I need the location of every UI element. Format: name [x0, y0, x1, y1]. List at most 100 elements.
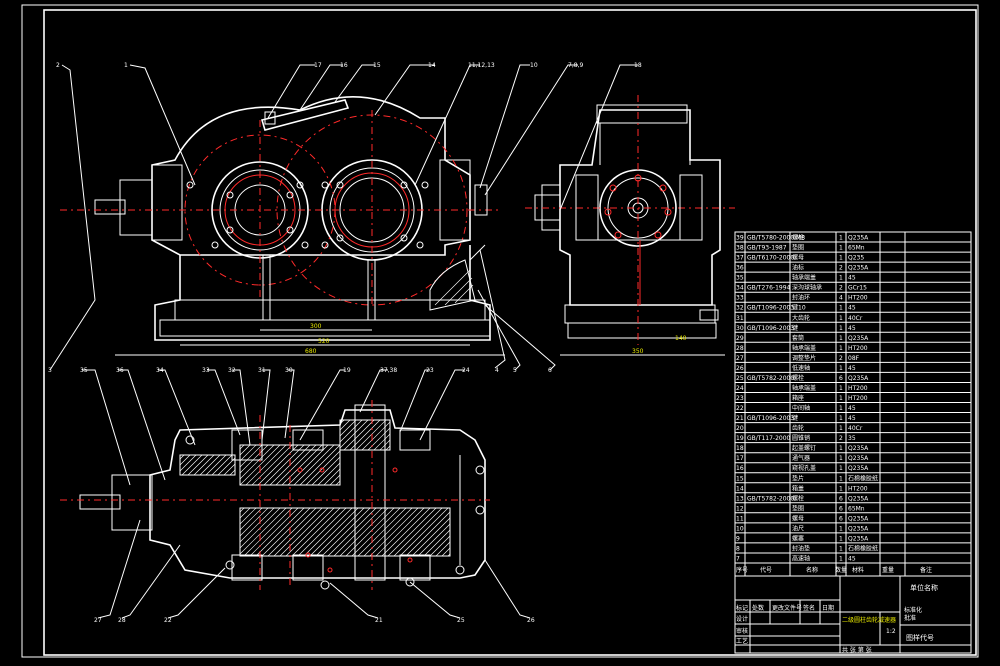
bom-name: 油尺	[792, 524, 804, 532]
hatch-line	[339, 419, 369, 449]
bom-material: Q235A	[848, 235, 869, 242]
callout: 36	[116, 367, 124, 374]
hatch-line	[239, 444, 269, 474]
bom-material: 40Cr	[848, 315, 863, 322]
bom-material: Q235A	[848, 465, 869, 472]
bom-no: 36	[736, 265, 744, 272]
bom-qty: 1	[839, 275, 843, 282]
hatch-line	[335, 480, 341, 486]
bom-material: Q235A	[848, 525, 869, 532]
bom-qty: 6	[839, 495, 843, 502]
bom-name: 螺母	[792, 254, 804, 262]
bom-spec: GB/T5780-2000 M8	[747, 235, 805, 242]
bom-name: 油标	[792, 264, 804, 272]
bom-qty: 6	[839, 375, 843, 382]
bom-name: 窥视孔盖	[792, 464, 816, 472]
bom-name: 齿轮	[792, 424, 804, 432]
bom-header-name: 名称	[806, 566, 818, 574]
bom-material: Q235A	[848, 335, 869, 342]
bom-material: 石棉橡胶纸	[848, 545, 878, 553]
hatch-line	[251, 444, 293, 486]
bom-name: 深沟球轴承	[792, 284, 822, 292]
hatch-line	[187, 454, 209, 476]
hatch-line	[381, 507, 431, 557]
callout: 16	[340, 62, 348, 69]
bom-material: HT200	[848, 385, 868, 392]
bom-qty: 1	[839, 335, 843, 342]
hatch-line	[321, 507, 371, 557]
bom-no: 28	[736, 345, 744, 352]
title-row-sign: 签名	[803, 604, 815, 612]
hatch-line	[361, 421, 391, 451]
hatch-line	[423, 529, 451, 557]
hatch-line	[349, 419, 381, 451]
bom-qty: 1	[839, 445, 843, 452]
title-row-date: 日期	[822, 604, 834, 612]
dim-bottom-total: 680	[305, 348, 317, 355]
hatch-line	[329, 474, 341, 486]
hatch-line	[309, 507, 359, 557]
hatch-line	[339, 419, 357, 437]
callout: 7,8,9	[568, 62, 583, 69]
bom-qty: 6	[839, 515, 843, 522]
hatch-line	[405, 511, 451, 557]
bom-name: 螺母	[792, 514, 804, 522]
bom-name: 螺栓	[792, 374, 804, 382]
dim-bottom-inner: 520	[318, 338, 330, 345]
bom-header-no: 序号	[736, 566, 748, 574]
hatch-line	[275, 444, 317, 486]
callout: 3	[48, 367, 52, 374]
bom-qty: 1	[839, 546, 843, 553]
callout: 33	[202, 367, 210, 374]
hatch-line	[257, 444, 299, 486]
hatch-line	[243, 507, 293, 557]
bom-spec: GB/T1096-2003	[747, 415, 794, 422]
hatch-line	[411, 517, 451, 557]
bom-name: 箱座	[792, 394, 804, 402]
callout: 32	[228, 367, 236, 374]
bom-material: 45	[848, 275, 856, 282]
hatch-line	[239, 507, 269, 537]
hatch-line	[287, 444, 329, 486]
title-scale: 1:2	[886, 628, 896, 635]
bom-qty: 1	[839, 535, 843, 542]
title-unit: 单位名称	[910, 583, 938, 592]
bom-name: 调整垫片	[792, 354, 816, 362]
bom-name: 中间轴	[792, 404, 810, 412]
bom-material: 石棉橡胶纸	[848, 474, 878, 482]
bom-qty: 1	[839, 415, 843, 422]
bom-no: 7	[736, 556, 740, 563]
bom-name: 起盖螺钉	[792, 444, 816, 452]
title-std: 标准化	[904, 606, 922, 614]
bom-qty: 1	[839, 455, 843, 462]
bom-material: HT200	[848, 485, 868, 492]
bom-no: 10	[736, 525, 744, 532]
bom-header-qty: 数量	[835, 566, 847, 574]
bom-material: HT200	[848, 395, 868, 402]
callout: 2	[56, 62, 60, 69]
title-approve: 批准	[904, 614, 916, 622]
hatch-line	[229, 469, 236, 476]
hatch-line	[263, 444, 305, 486]
hatch-line	[223, 463, 236, 476]
hatch-line	[181, 454, 203, 476]
bom-name: 封油环	[792, 294, 810, 302]
bom-qty: 6	[839, 505, 843, 512]
hatch-line	[293, 444, 335, 486]
bom-name: 套筒	[792, 334, 804, 342]
hatch-line	[417, 523, 451, 557]
bom-no: 37	[736, 255, 744, 262]
bom-material: 08F	[848, 355, 860, 362]
hatch-line	[261, 507, 311, 557]
callout: 31	[258, 367, 266, 374]
bom-header-mat: 材料	[852, 566, 864, 574]
bom-qty: 1	[839, 235, 843, 242]
hatch-line	[429, 535, 451, 557]
bom-name: 大齿轮	[792, 314, 810, 322]
bom-material: Q235	[848, 255, 864, 262]
outer-frame	[21, 4, 979, 658]
bom-qty: 1	[839, 305, 843, 312]
bom-qty: 1	[839, 556, 843, 563]
hatch-line	[239, 507, 245, 513]
title-row-change: 更改文件号	[772, 604, 802, 612]
